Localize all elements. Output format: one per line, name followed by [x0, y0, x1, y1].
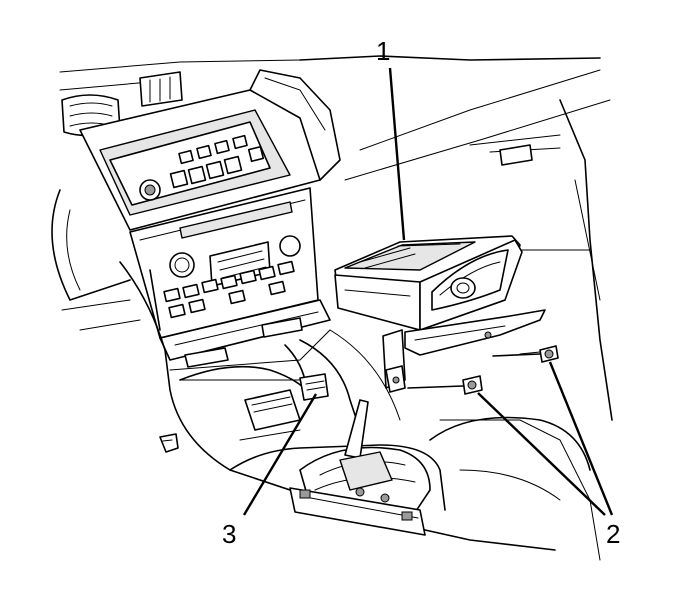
callout-2: 2: [606, 519, 620, 549]
storage-bin-assembly: [334, 235, 546, 393]
shifter-assembly: [289, 399, 431, 536]
leader-lines: [242, 67, 614, 516]
lower-console: [119, 261, 601, 561]
callout-labels: 1 2 3: [222, 36, 620, 549]
callout-1: 1: [376, 36, 390, 66]
bolt-lower: [407, 375, 483, 395]
mounting-bolts: [407, 345, 559, 395]
center-stack: [79, 69, 341, 231]
callout-3: 3: [222, 519, 236, 549]
wiring-harness: [179, 344, 329, 401]
cabin-background: [51, 55, 613, 421]
radio-head-unit: [129, 187, 331, 361]
bolt-upper: [492, 345, 559, 363]
